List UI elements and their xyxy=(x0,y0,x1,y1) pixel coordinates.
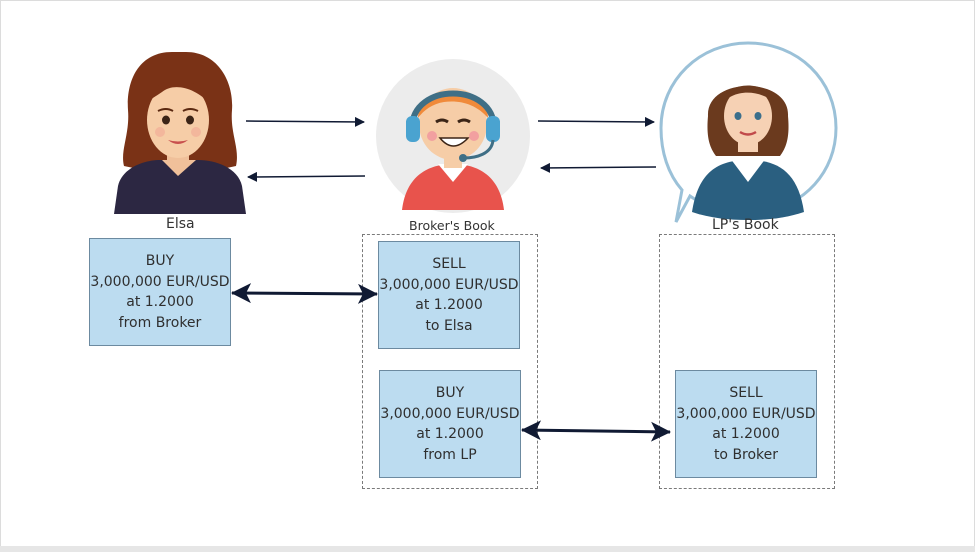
trade-side: SELL xyxy=(729,385,763,401)
elsa-label: Elsa xyxy=(166,216,195,232)
lp-to-broker-arrow xyxy=(540,162,657,173)
elsa-avatar xyxy=(114,52,246,214)
trade-price: at 1.2000 xyxy=(416,426,484,442)
elsa-broker-match-arrow xyxy=(231,283,378,304)
lp-avatar xyxy=(659,41,838,223)
broker-book-container xyxy=(362,234,538,489)
trade-counterparty: from LP xyxy=(423,446,477,463)
trade-amount: 3,000,000 EUR/USD xyxy=(380,405,520,422)
trade-amount: 3,000,000 EUR/USD xyxy=(379,276,519,293)
elsa-to-broker-arrow xyxy=(245,116,365,127)
lp-sell-trade: SELL 3,000,000 EUR/USD at 1.2000 to Brok… xyxy=(675,370,817,478)
trade-price: at 1.2000 xyxy=(415,297,483,313)
lp-book-container xyxy=(659,234,835,489)
frame-bottom-edge xyxy=(0,546,975,552)
broker-to-elsa-arrow xyxy=(247,171,366,182)
trade-price: at 1.2000 xyxy=(126,294,194,310)
trade-counterparty: to Elsa xyxy=(425,317,473,334)
trade-side: BUY xyxy=(145,253,175,269)
lp-book-label: LP's Book xyxy=(712,217,779,233)
broker-sell-trade: SELL 3,000,000 EUR/USD at 1.2000 to Elsa xyxy=(378,241,520,349)
trade-amount: 3,000,000 EUR/USD xyxy=(676,405,816,422)
elsa-buy-trade: BUY 3,000,000 EUR/USD at 1.2000 from Bro… xyxy=(89,238,231,346)
trade-side: SELL xyxy=(432,256,466,272)
trade-side: BUY xyxy=(435,385,465,401)
trade-counterparty: to Broker xyxy=(713,446,779,463)
trade-counterparty: from Broker xyxy=(118,314,202,331)
broker-buy-trade: BUY 3,000,000 EUR/USD at 1.2000 from LP xyxy=(379,370,521,478)
broker-avatar xyxy=(376,59,530,213)
broker-to-lp-arrow xyxy=(537,116,655,127)
trade-price: at 1.2000 xyxy=(712,426,780,442)
trade-amount: 3,000,000 EUR/USD xyxy=(90,273,230,290)
broker-book-label: Broker's Book xyxy=(409,218,495,233)
broker-lp-match-arrow xyxy=(521,420,671,442)
